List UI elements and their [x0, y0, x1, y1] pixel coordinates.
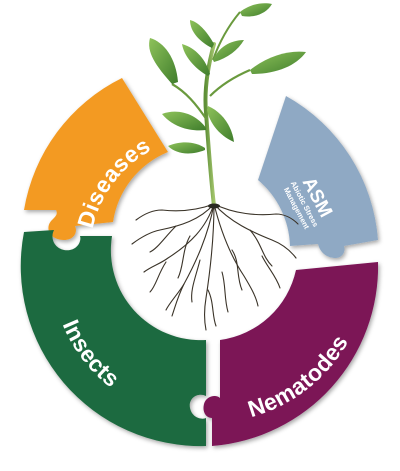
leaf-icon: [162, 112, 206, 131]
root-collar: [208, 204, 220, 209]
roots: [132, 204, 298, 330]
leaf-icon: [190, 20, 214, 48]
leaf-icon: [168, 142, 205, 153]
leaf-icon: [207, 106, 234, 142]
segment-nematodes[interactable]: [203, 262, 378, 446]
leaf-icon: [182, 44, 210, 76]
leaf-icon: [250, 52, 306, 74]
leaf-icon: [149, 38, 178, 84]
leaf-icon: [240, 3, 272, 16]
segment-insects[interactable]: [21, 230, 206, 446]
leaf-icon: [213, 40, 244, 62]
branch-right: [210, 70, 250, 96]
